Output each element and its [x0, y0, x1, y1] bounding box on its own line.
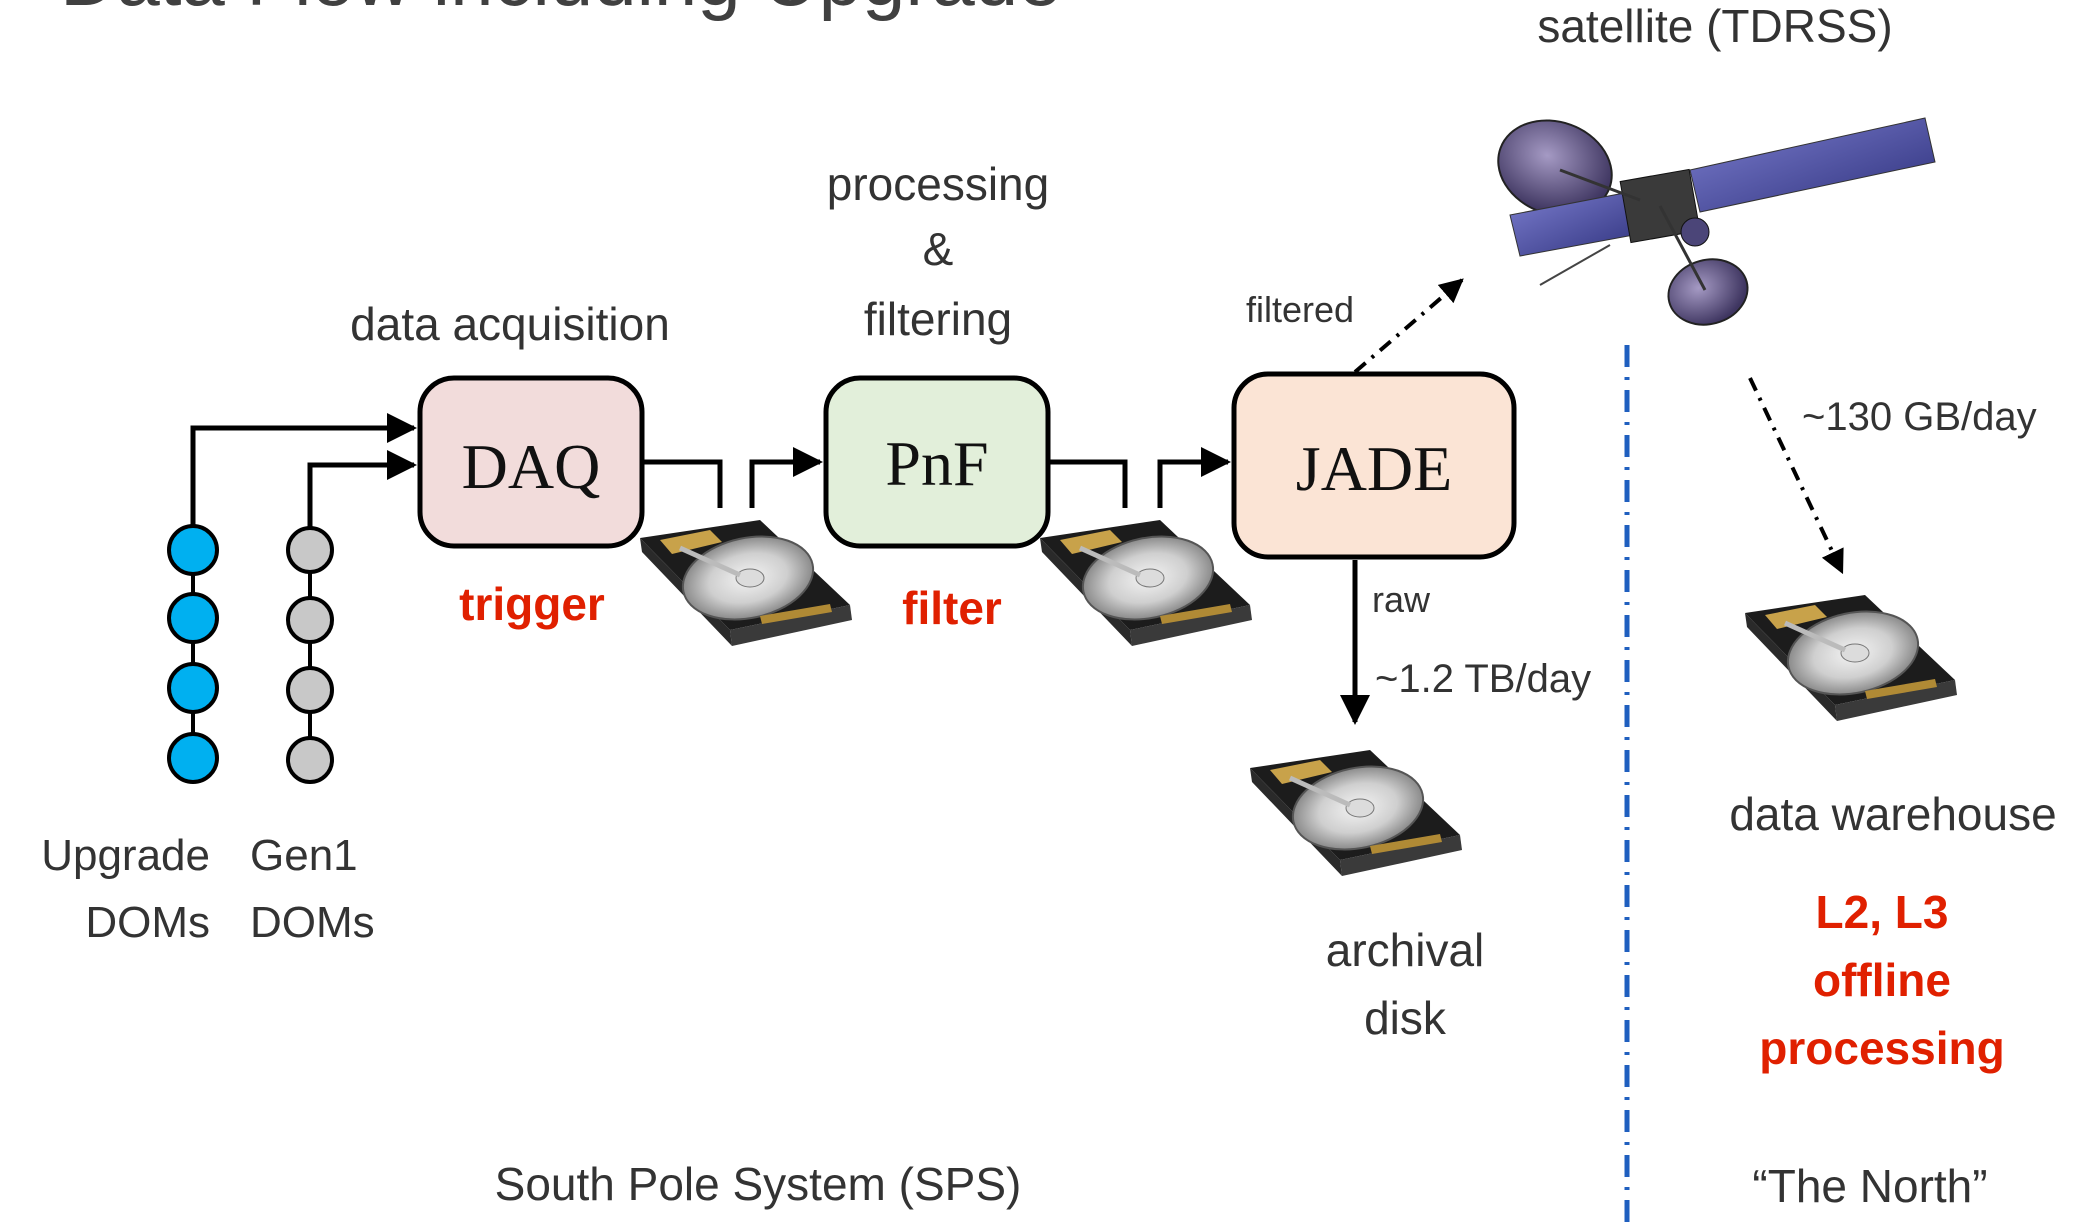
- upgrade-dom-1: [167, 524, 219, 576]
- pnf-box: PnF: [823, 375, 1051, 549]
- satellite-label: satellite (TDRSS): [1537, 0, 1892, 52]
- daq-to-disk-line: [644, 459, 723, 508]
- hard-drive-icon-2: [1040, 520, 1252, 646]
- north-label: “The North”: [1752, 1160, 1987, 1212]
- raw-rate-label: ~1.2 TB/day: [1375, 657, 1591, 701]
- upgrade-dom-4: [167, 732, 219, 784]
- daq-label: DAQ: [462, 431, 601, 502]
- jade-box: JADE: [1231, 371, 1517, 560]
- processing-label-3: filtering: [864, 293, 1012, 345]
- hard-drive-icon-1: [640, 520, 852, 646]
- sps-label: South Pole System (SPS): [495, 1158, 1022, 1210]
- pnf-to-disk-line: [1050, 459, 1128, 508]
- upgrade-doms-label-1: Upgrade: [41, 831, 210, 880]
- disk-to-pnf-arrow: [749, 447, 823, 508]
- disk-to-jade-arrow: [1157, 447, 1231, 508]
- upgrade-dom-string: [167, 524, 219, 784]
- upgrade-dom-2: [167, 592, 219, 644]
- gen1-dom-string: [286, 526, 334, 784]
- filter-label: filter: [902, 582, 1002, 634]
- satellite-icon: [1497, 117, 1936, 326]
- offline-processing-label-3: processing: [1759, 1022, 2004, 1074]
- gen1-doms-label-2: DOMs: [250, 898, 375, 947]
- gen1-dom-2: [286, 596, 334, 644]
- archival-disk-icon: [1250, 750, 1462, 876]
- filtered-arrow: [1353, 278, 1464, 374]
- pnf-label: PnF: [885, 428, 988, 499]
- gen1-dom-4: [286, 736, 334, 784]
- gen1-doms-label-1: Gen1: [250, 831, 358, 880]
- processing-label-2: &: [923, 223, 954, 275]
- upgrade-to-daq-arrow: [190, 413, 417, 526]
- gen1-dom-1: [286, 526, 334, 574]
- page-title: Data Flow including Upgrade: [60, 0, 1062, 22]
- data-acquisition-label: data acquisition: [350, 298, 670, 350]
- processing-label-1: processing: [827, 158, 1049, 210]
- filtered-label: filtered: [1246, 289, 1354, 330]
- satellite-to-warehouse-arrow: [1748, 377, 1844, 575]
- trigger-label: trigger: [459, 578, 605, 630]
- jade-label: JADE: [1296, 433, 1452, 504]
- satellite-rate-label: ~130 GB/day: [1802, 395, 2037, 439]
- archival-label-2: disk: [1364, 992, 1447, 1044]
- upgrade-doms-label-2: DOMs: [85, 898, 210, 947]
- upgrade-dom-3: [167, 662, 219, 714]
- gen1-dom-3: [286, 666, 334, 714]
- raw-label: raw: [1372, 579, 1431, 620]
- offline-processing-label-1: L2, L3: [1816, 886, 1949, 938]
- daq-box: DAQ: [417, 375, 645, 549]
- offline-processing-label-2: offline: [1813, 954, 1951, 1006]
- data-warehouse-label: data warehouse: [1729, 788, 2056, 840]
- archival-label-1: archival: [1326, 924, 1485, 976]
- gen1-to-daq-arrow: [307, 450, 417, 528]
- warehouse-disk-icon: [1745, 595, 1957, 721]
